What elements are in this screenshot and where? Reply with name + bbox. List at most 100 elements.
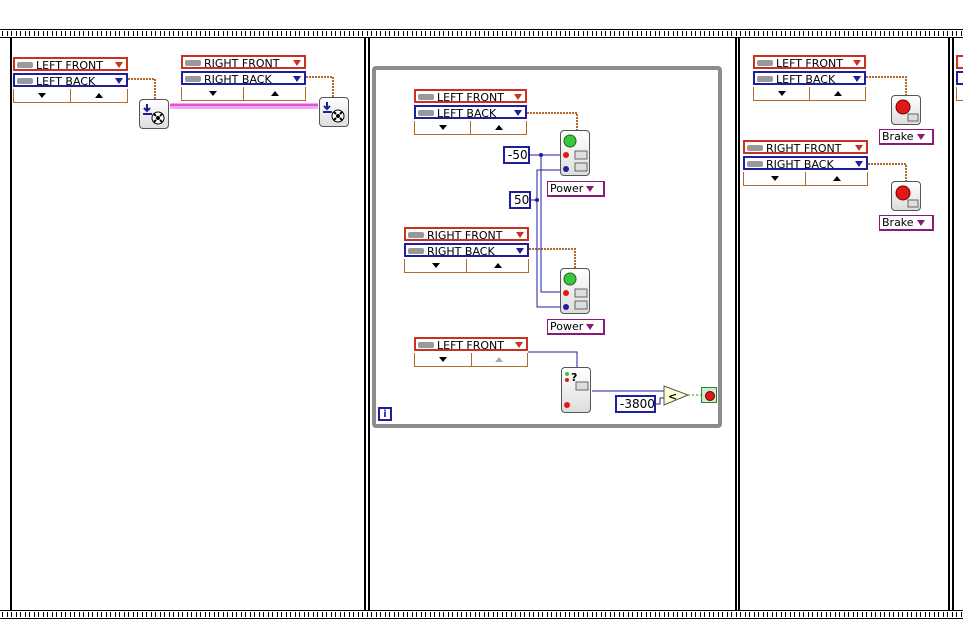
- plug-icon: [747, 145, 763, 151]
- down-arrow-icon: [208, 91, 217, 96]
- top-film-strip: [0, 29, 963, 38]
- loop-stop-terminal[interactable]: [701, 387, 717, 403]
- rotation-sensor-block[interactable]: ?: [561, 367, 591, 413]
- port-select-left-front[interactable]: LEFT FRONT: [753, 55, 866, 69]
- port-stepper[interactable]: [414, 121, 527, 135]
- constant-neg3800[interactable]: -3800: [615, 395, 656, 413]
- port-stepper-partial[interactable]: [956, 87, 963, 101]
- step-up-button[interactable]: [471, 121, 526, 134]
- dropdown-arrow-icon[interactable]: [514, 110, 522, 116]
- port-stepper[interactable]: [414, 353, 528, 367]
- step-up-button[interactable]: [472, 353, 528, 366]
- dropdown-arrow-icon[interactable]: [115, 62, 123, 68]
- port-stepper[interactable]: [404, 259, 529, 273]
- down-arrow-icon: [38, 93, 46, 98]
- mode-select-power-a[interactable]: Power: [547, 181, 605, 197]
- port-select-right-back[interactable]: RIGHT BACK: [743, 156, 868, 170]
- up-arrow-icon: [832, 176, 841, 181]
- plug-icon: [408, 248, 424, 254]
- plug-icon: [418, 110, 434, 116]
- plug-icon: [418, 94, 434, 100]
- port-select-right-front[interactable]: RIGHT FRONT: [404, 227, 529, 241]
- step-down-button[interactable]: [405, 259, 467, 272]
- port-select-left-back[interactable]: LEFT BACK: [13, 73, 128, 87]
- port-select-right-back[interactable]: RIGHT BACK: [181, 71, 306, 85]
- dropdown-arrow-icon[interactable]: [586, 186, 595, 192]
- dropdown-arrow-icon[interactable]: [514, 94, 522, 100]
- port-select-right-back[interactable]: RIGHT BACK: [404, 243, 529, 257]
- dropdown-arrow-icon[interactable]: [853, 76, 861, 82]
- port-stepper[interactable]: [181, 87, 306, 101]
- while-loop-structure[interactable]: [372, 66, 722, 428]
- plug-icon: [747, 161, 763, 167]
- port-select-right-front[interactable]: RIGHT FRONT: [181, 55, 306, 69]
- dropdown-arrow-icon[interactable]: [293, 76, 301, 82]
- dropdown-arrow-icon[interactable]: [516, 248, 524, 254]
- reset-rotation-block-2[interactable]: [319, 97, 349, 127]
- dropdown-arrow-icon[interactable]: [916, 220, 925, 226]
- step-up-button[interactable]: [71, 89, 127, 102]
- down-arrow-icon: [431, 263, 440, 268]
- step-up-button[interactable]: [467, 259, 528, 272]
- up-arrow-icon: [270, 91, 279, 96]
- dropdown-arrow-icon[interactable]: [855, 161, 863, 167]
- mode-select-brake-b[interactable]: Brake: [879, 215, 934, 231]
- up-arrow-icon: [494, 125, 503, 130]
- step-down-button[interactable]: [415, 121, 471, 134]
- motor-stop-icon: [895, 185, 919, 208]
- step-down-button[interactable]: [14, 89, 71, 102]
- motor-block-left[interactable]: [560, 130, 590, 176]
- port-select-left-front[interactable]: LEFT FRONT: [13, 57, 128, 71]
- port-select-right-front[interactable]: RIGHT FRONT: [743, 140, 868, 154]
- mode-select-power-b[interactable]: Power: [547, 319, 605, 335]
- up-arrow-icon: [493, 263, 502, 268]
- reset-rotation-icon: [143, 104, 165, 125]
- loop-iteration-terminal: i: [378, 407, 392, 421]
- rotation-sensor-icon: ?: [564, 371, 589, 408]
- step-up-button[interactable]: [244, 87, 305, 100]
- mode-select-brake-a[interactable]: Brake: [879, 129, 934, 145]
- port-select-left-back[interactable]: LEFT BACK: [753, 71, 866, 85]
- step-up-button[interactable]: [806, 172, 867, 185]
- step-down-button[interactable]: [744, 172, 806, 185]
- constant-neg50[interactable]: -50: [503, 146, 530, 164]
- dropdown-arrow-icon[interactable]: [853, 60, 861, 66]
- port-stepper[interactable]: [753, 87, 866, 101]
- motor-brake-block-b[interactable]: [891, 181, 921, 211]
- sequence-frame-4[interactable]: [952, 38, 963, 610]
- plug-icon: [418, 342, 434, 348]
- constant-50[interactable]: 50: [509, 191, 531, 209]
- down-arrow-icon: [777, 91, 786, 96]
- up-arrow-icon: [833, 91, 842, 96]
- plug-icon: [757, 76, 773, 82]
- plug-icon: [17, 62, 33, 68]
- port-stepper[interactable]: [743, 172, 868, 186]
- dropdown-arrow-icon[interactable]: [586, 324, 595, 330]
- dropdown-arrow-icon[interactable]: [293, 60, 301, 66]
- dropdown-arrow-icon[interactable]: [115, 78, 123, 84]
- port-select-left-back[interactable]: LEFT BACK: [414, 105, 527, 119]
- dropdown-arrow-icon[interactable]: [516, 232, 524, 238]
- plug-icon: [17, 78, 33, 84]
- step-down-button[interactable]: [182, 87, 244, 100]
- port-select-left-front[interactable]: LEFT FRONT: [414, 337, 528, 351]
- reset-rotation-block[interactable]: [139, 99, 169, 129]
- dropdown-arrow-icon[interactable]: [515, 342, 523, 348]
- step-down-button[interactable]: [754, 87, 810, 100]
- plug-icon: [185, 60, 201, 66]
- motor-on-icon: [563, 272, 588, 310]
- motor-brake-block-a[interactable]: [891, 95, 921, 125]
- dropdown-arrow-icon[interactable]: [855, 145, 863, 151]
- motor-block-right[interactable]: [560, 268, 590, 314]
- svg-text:?: ?: [571, 371, 577, 384]
- sequence-frame-1[interactable]: [10, 38, 366, 610]
- step-up-button[interactable]: [810, 87, 865, 100]
- port-select-partial-2[interactable]: [956, 71, 963, 85]
- down-arrow-icon: [438, 357, 447, 362]
- plug-icon: [185, 76, 201, 82]
- step-down-button[interactable]: [415, 353, 472, 366]
- port-select-left-front[interactable]: LEFT FRONT: [414, 89, 527, 103]
- dropdown-arrow-icon[interactable]: [916, 134, 925, 140]
- port-stepper[interactable]: [13, 89, 128, 103]
- port-select-partial[interactable]: [956, 55, 963, 69]
